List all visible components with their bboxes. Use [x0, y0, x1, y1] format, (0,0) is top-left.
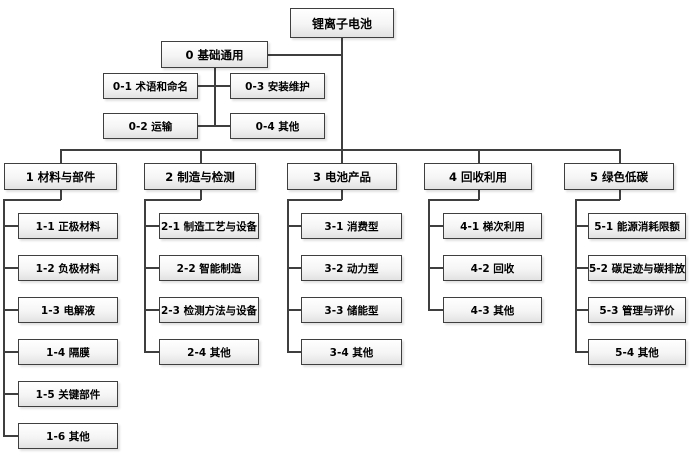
branch-node-1: 1 材料与部件	[4, 163, 117, 190]
connector-line	[287, 351, 301, 353]
connector-line	[198, 85, 230, 87]
connector-line	[341, 190, 343, 200]
node-3-1: 3-1 消费型	[301, 213, 402, 239]
node-2-1: 2-1 制造工艺与设备	[159, 213, 259, 239]
connector-line	[619, 149, 621, 163]
connector-line	[3, 435, 18, 437]
connector-line	[428, 199, 479, 201]
connector-line	[60, 149, 620, 151]
connector-line	[341, 38, 343, 163]
connector-line	[428, 267, 443, 269]
node-0-3: 0-3 安装维护	[230, 73, 325, 99]
connector-line	[428, 309, 443, 311]
node-1-1: 1-1 正极材料	[18, 213, 118, 239]
connector-line	[575, 351, 588, 353]
node-1-2: 1-2 负极材料	[18, 255, 118, 281]
connector-line	[575, 309, 588, 311]
connector-line	[287, 199, 289, 352]
connector-line	[287, 267, 301, 269]
node-4-2: 4-2 回收	[443, 255, 542, 281]
connector-line	[60, 190, 62, 200]
node-4-3: 4-3 其他	[443, 297, 542, 323]
node-1-6: 1-6 其他	[18, 423, 118, 449]
node-3-3: 3-3 储能型	[301, 297, 402, 323]
basic-general-node: 0 基础通用	[161, 41, 268, 68]
node-5-4: 5-4 其他	[588, 339, 686, 365]
node-1-4: 1-4 隔膜	[18, 339, 118, 365]
node-2-4: 2-4 其他	[159, 339, 259, 365]
connector-line	[575, 225, 588, 227]
node-1-5: 1-5 关键部件	[18, 381, 118, 407]
connector-line	[478, 149, 480, 163]
node-3-2: 3-2 动力型	[301, 255, 402, 281]
connector-line	[575, 199, 577, 352]
connector-line	[200, 190, 202, 200]
connector-line	[144, 225, 159, 227]
connector-line	[198, 125, 230, 127]
connector-line	[144, 351, 159, 353]
root-node: 锂离子电池	[290, 8, 394, 38]
connector-line	[575, 199, 620, 201]
connector-line	[3, 393, 18, 395]
connector-line	[3, 309, 18, 311]
connector-line	[287, 199, 342, 201]
connector-line	[144, 267, 159, 269]
connector-line	[3, 267, 18, 269]
connector-line	[575, 267, 588, 269]
connector-line	[214, 68, 216, 126]
node-4-1: 4-1 梯次利用	[443, 213, 542, 239]
branch-node-3: 3 电池产品	[287, 163, 397, 190]
connector-line	[268, 54, 342, 56]
connector-line	[287, 309, 301, 311]
connector-line	[144, 309, 159, 311]
node-5-2: 5-2 碳足迹与碳排放	[588, 255, 686, 281]
node-0-4: 0-4 其他	[230, 113, 325, 139]
connector-line	[200, 149, 202, 163]
connector-line	[287, 225, 301, 227]
connector-line	[60, 149, 62, 163]
connector-line	[3, 351, 18, 353]
connector-line	[3, 225, 18, 227]
branch-node-4: 4 回收利用	[424, 163, 532, 190]
connector-line	[3, 199, 5, 436]
connector-line	[478, 190, 480, 200]
branch-node-2: 2 制造与检测	[144, 163, 256, 190]
connector-line	[428, 225, 443, 227]
connector-line	[619, 190, 621, 200]
node-2-2: 2-2 智能制造	[159, 255, 259, 281]
node-5-1: 5-1 能源消耗限额	[588, 213, 686, 239]
connector-line	[3, 199, 61, 201]
node-2-3: 2-3 检测方法与设备	[159, 297, 259, 323]
node-1-3: 1-3 电解液	[18, 297, 118, 323]
node-3-4: 3-4 其他	[301, 339, 402, 365]
node-0-2: 0-2 运输	[103, 113, 198, 139]
node-0-1: 0-1 术语和命名	[103, 73, 198, 99]
connector-line	[144, 199, 201, 201]
connector-line	[144, 199, 146, 352]
branch-node-5: 5 绿色低碳	[564, 163, 674, 190]
connector-line	[428, 199, 430, 310]
node-5-3: 5-3 管理与评价	[588, 297, 686, 323]
